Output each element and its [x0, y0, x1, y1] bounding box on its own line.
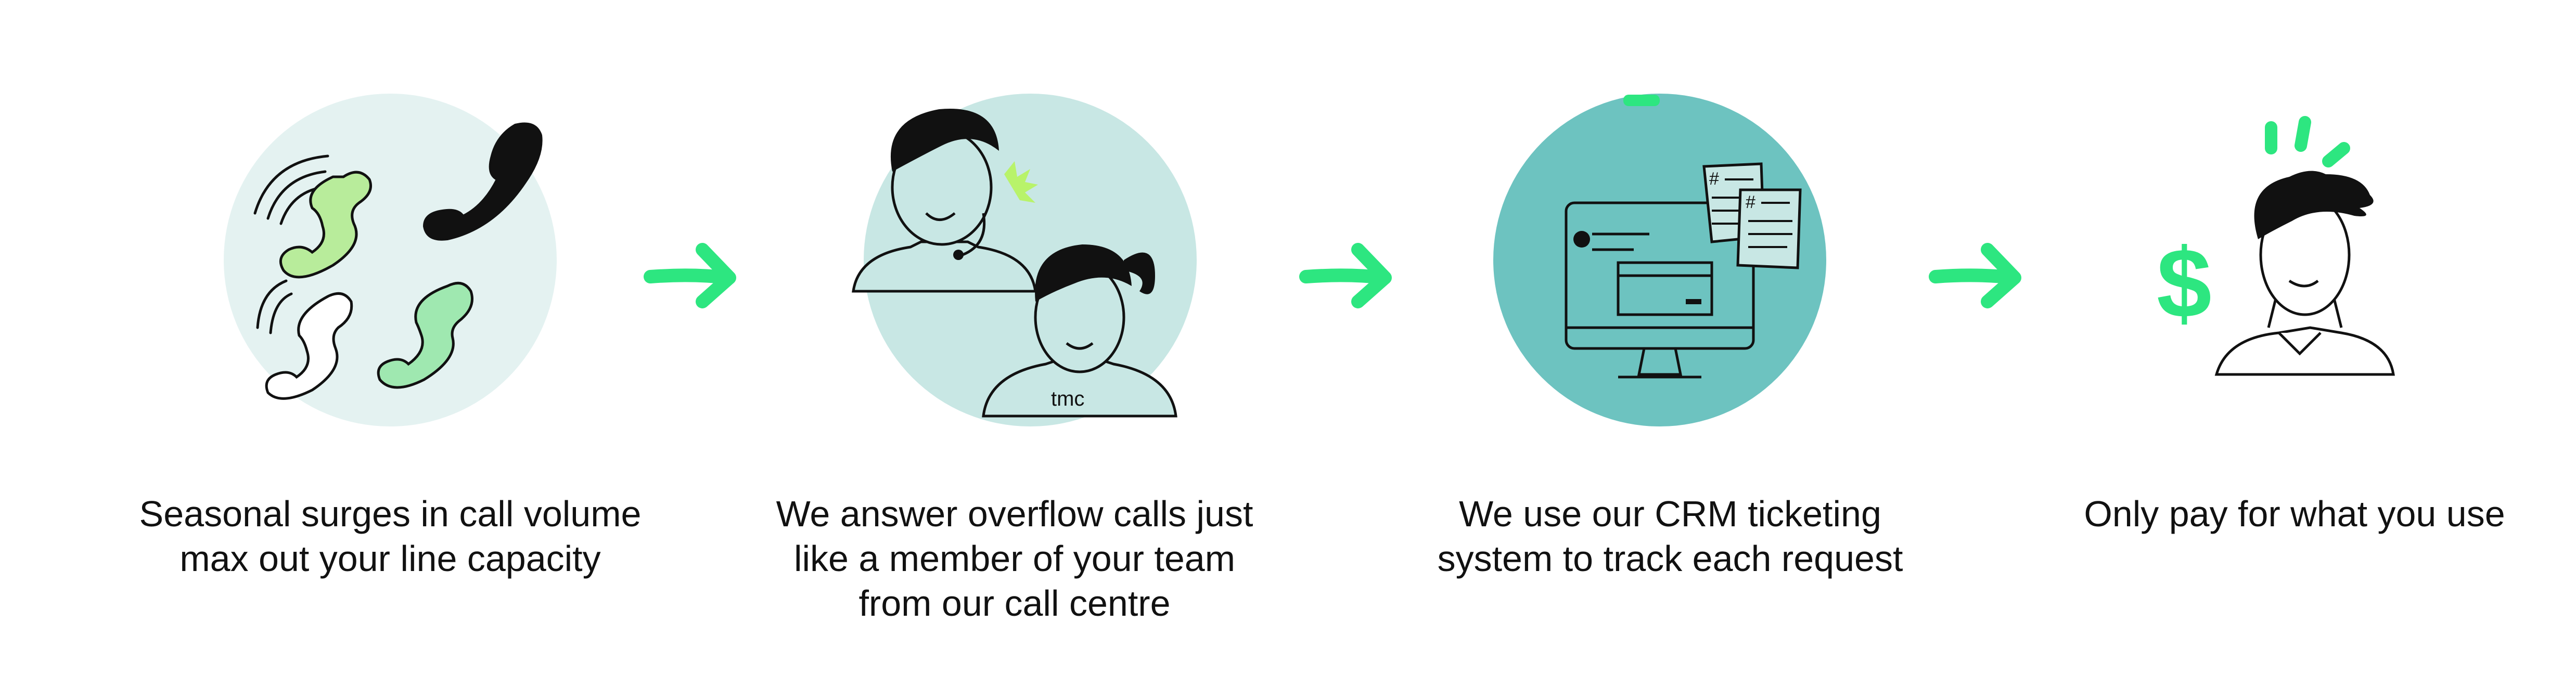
right-arrow-icon-3: [1925, 234, 2029, 317]
step-1-illustration: [208, 83, 572, 458]
caption-line: like a member of your team: [793, 538, 1236, 579]
caption-line: We answer overflow calls just: [776, 494, 1253, 534]
step-3-caption: We use our CRM ticketing system to track…: [1374, 491, 1967, 581]
monitor: [1565, 201, 1755, 379]
white-phone-icon: [265, 292, 353, 400]
step-4-caption: Only pay for what you use: [1998, 491, 2576, 536]
call-centre-agents-icon: tmc: [852, 94, 1197, 426]
step-4-illustration: $: [2092, 83, 2456, 458]
green-dash: [1623, 95, 1660, 106]
caption-line: max out your line capacity: [180, 538, 601, 579]
step-2-illustration: tmc: [843, 83, 1207, 458]
tmc-badge-2: tmc: [1051, 387, 1084, 410]
caption-line: system to track each request: [1437, 538, 1903, 579]
right-arrow-icon: [640, 234, 744, 317]
green-phone-icon: [279, 171, 372, 279]
caption-line: We use our CRM ticketing: [1459, 494, 1881, 534]
ringing-phones-icon: [224, 94, 557, 426]
agent-female: tmc: [982, 244, 1177, 418]
agent-male: [852, 109, 1038, 293]
dollar-person-icon: $: [2157, 116, 2395, 376]
ticket-2: #: [1736, 188, 1802, 269]
hair: [2254, 171, 2374, 239]
step-2-caption: We answer overflow calls just like a mem…: [718, 491, 1311, 626]
caption-line: from our call centre: [858, 583, 1171, 624]
black-phone-icon: [422, 122, 543, 241]
green-phone-icon-2: [377, 281, 473, 389]
step-1-caption: Seasonal surges in call volume max out y…: [94, 491, 687, 581]
caption-line: Only pay for what you use: [2084, 494, 2505, 534]
ticket-hash-2: #: [1746, 192, 1755, 212]
caption-line: Seasonal surges in call volume: [139, 494, 642, 534]
ticket-hash-1: #: [1709, 169, 1719, 189]
dollar-sign: $: [2157, 228, 2212, 339]
monitor-dot: [1573, 231, 1590, 248]
step-3-illustration: # #: [1488, 83, 1852, 458]
crm-monitor-icon: # #: [1493, 94, 1826, 426]
right-arrow-icon-2: [1296, 234, 1400, 317]
excitement-marks: [2265, 116, 2350, 167]
